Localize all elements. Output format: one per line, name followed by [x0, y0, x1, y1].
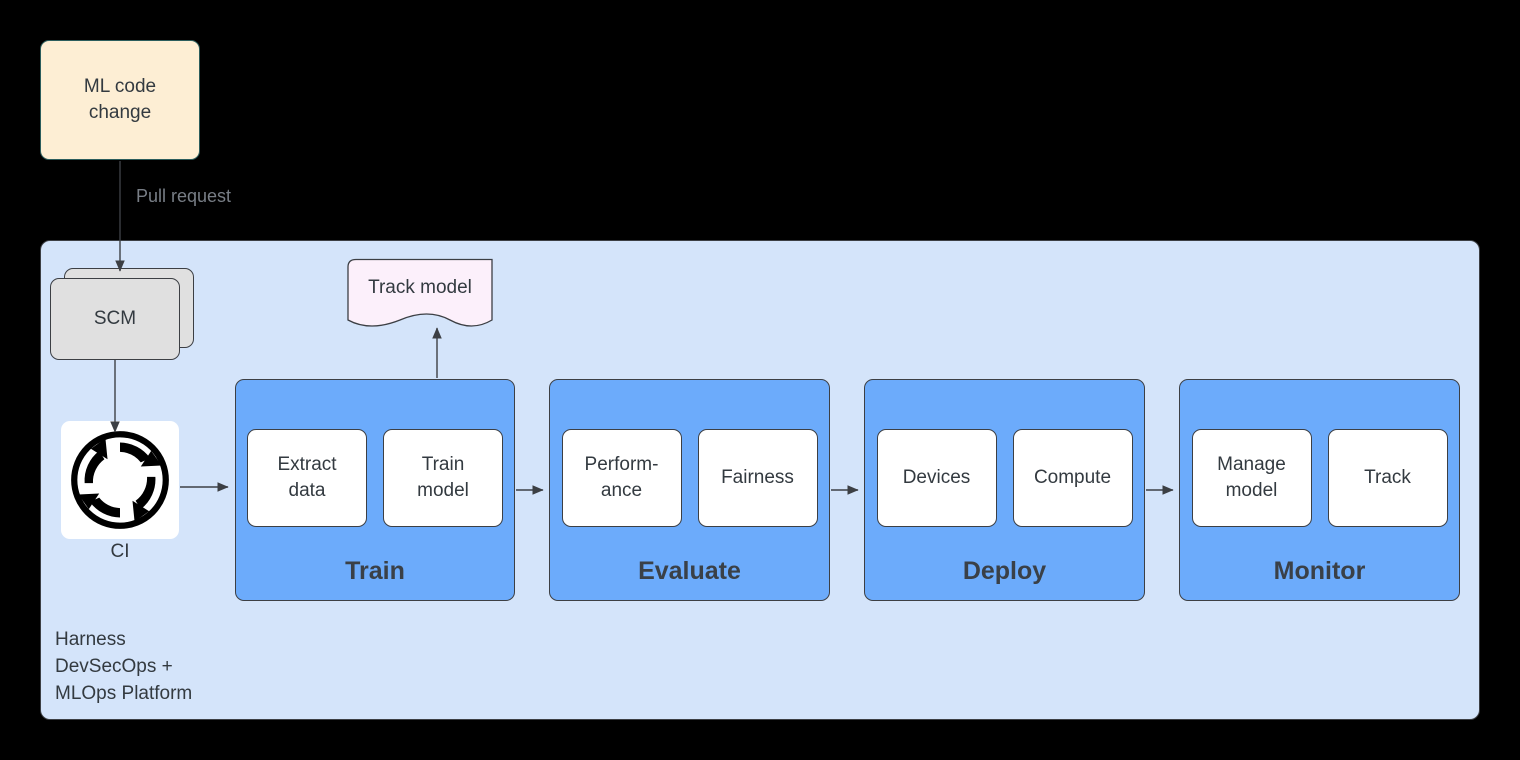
node-track-model-label: Track model: [368, 277, 472, 298]
stage-evaluate-title: Evaluate: [638, 557, 741, 585]
stage-card-fairness[interactable]: Fairness: [697, 429, 818, 527]
node-ci[interactable]: CI: [61, 421, 179, 566]
stage-train[interactable]: Extract data Train model Train: [235, 379, 515, 601]
stage-card-extract-data[interactable]: Extract data: [247, 429, 367, 527]
node-track-model[interactable]: Track model: [340, 258, 500, 336]
stage-monitor-title: Monitor: [1273, 557, 1366, 585]
stage-deploy-cards: Devices Compute: [865, 429, 1144, 527]
continuous-integration-cycle-icon: [71, 431, 169, 529]
node-ml-code-change[interactable]: ML code change: [40, 40, 200, 160]
stage-card-devices[interactable]: Devices: [876, 429, 997, 527]
document-shape: [347, 258, 493, 327]
node-ml-code-change-label: ML code change: [83, 76, 157, 123]
node-ci-label: CI: [110, 541, 130, 562]
node-scm-label: SCM: [93, 308, 137, 329]
node-scm[interactable]: SCM: [50, 268, 195, 360]
stage-card-compute[interactable]: Compute: [1012, 429, 1133, 527]
platform-caption: Harness DevSecOps + MLOps Platform: [55, 629, 193, 705]
stage-monitor[interactable]: Manage model Track Monitor: [1179, 379, 1460, 601]
stage-deploy[interactable]: Devices Compute Deploy: [864, 379, 1145, 601]
edge-label-pull-request: Pull request: [136, 186, 232, 206]
stage-train-cards: Extract data Train model: [236, 429, 514, 527]
stage-train-title: Train: [345, 557, 405, 585]
stage-card-manage-model[interactable]: Manage model: [1191, 429, 1312, 527]
stage-card-train-model[interactable]: Train model: [383, 429, 503, 527]
stage-card-track[interactable]: Track: [1327, 429, 1448, 527]
stage-deploy-title: Deploy: [962, 557, 1047, 585]
stage-evaluate-cards: Perform- ance Fairness: [550, 429, 829, 527]
scm-front-card: SCM: [50, 278, 180, 360]
stage-card-performance[interactable]: Perform- ance: [561, 429, 682, 527]
stage-monitor-cards: Manage model Track: [1180, 429, 1459, 527]
ci-icon-tile: [61, 421, 179, 539]
stage-evaluate[interactable]: Perform- ance Fairness Evaluate: [549, 379, 830, 601]
